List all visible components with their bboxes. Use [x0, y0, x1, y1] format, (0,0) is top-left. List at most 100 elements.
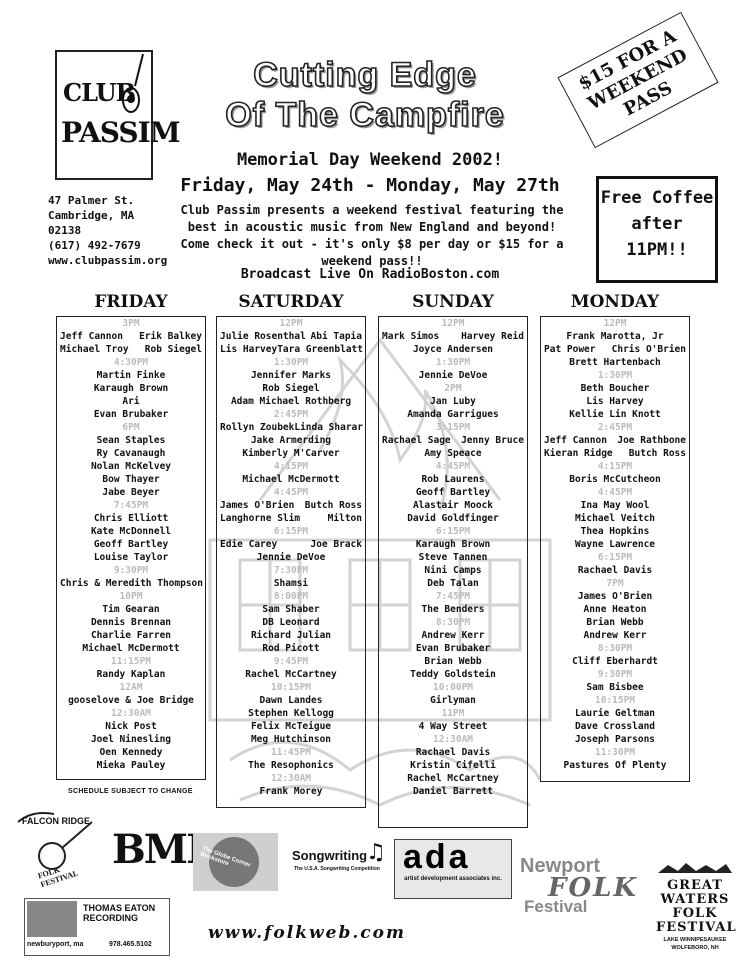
- performer-name: Jenny Bruce: [461, 435, 524, 446]
- performer-name: Anne Heaton: [583, 604, 647, 615]
- set-time: 12PM: [279, 318, 303, 329]
- coffee-line-3: 11PM!!: [626, 240, 688, 260]
- day-header-friday: FRIDAY: [94, 292, 168, 312]
- performer-name: Meg Hutchinson: [250, 734, 332, 745]
- performer-name: 4 Way Street: [418, 721, 488, 732]
- newport-line-3: Festival: [524, 897, 588, 916]
- set-time: 1:30PM: [435, 357, 471, 368]
- ada-logo: ada artist development associates inc.: [394, 839, 512, 899]
- performer-name: Dave Crossland: [574, 721, 656, 732]
- performer-name: Evan Brubaker: [415, 643, 491, 654]
- gw-line-6: WOLFEBORO, NH: [671, 945, 719, 951]
- thomas-eaton-logo: THOMAS EATON RECORDING newburyport, ma 9…: [24, 898, 170, 956]
- poster-title: Cutting Edge Of The Campfire: [190, 55, 540, 135]
- performer-name: DB Leonard: [262, 617, 320, 628]
- set-time: 9:45PM: [273, 656, 309, 667]
- set-time: 12:30AM: [270, 773, 312, 784]
- performer-name: Joe Brack: [310, 539, 362, 550]
- folkweb-link[interactable]: www.folkweb.com: [208, 923, 406, 943]
- set-time: 2PM: [444, 383, 462, 394]
- performer-name: Rob Siegel: [144, 344, 202, 355]
- set-time: 7:30PM: [273, 565, 309, 576]
- performer-name: Joyce Andersen: [412, 344, 494, 355]
- performer-name: Kate McDonnell: [90, 526, 172, 537]
- performer-name: Laurie Geltman: [574, 708, 656, 719]
- songwriting-name: Songwriting: [292, 848, 368, 863]
- performer-name: Nini Camps: [424, 565, 482, 576]
- gw-line-1: GREAT: [667, 878, 723, 893]
- performer-name: Brett Hartenbach: [569, 357, 661, 368]
- performer-name: Ina May Wool: [580, 500, 650, 511]
- performer-name: Randy Kaplan: [96, 669, 166, 680]
- set-time: 11:30PM: [594, 747, 636, 758]
- set-time: 12:30AM: [110, 708, 152, 719]
- set-time: 6:15PM: [273, 526, 309, 537]
- performer-name: Julie Rosenthal: [220, 331, 306, 342]
- set-time: 9:30PM: [113, 565, 149, 576]
- set-time: 10:00PM: [432, 682, 474, 693]
- performer-name: Amy Speace: [424, 448, 482, 459]
- performer-name: Steve Tannen: [418, 552, 488, 563]
- performer-name: gooselove & Joe Bridge: [68, 695, 194, 706]
- club-address: 47 Palmer St. Cambridge, MA 02138 (617) …: [48, 193, 167, 268]
- performer-name: Abi Tapia: [310, 331, 362, 342]
- gw-line-4: FESTIVAL: [656, 920, 737, 935]
- set-time: 4:45PM: [597, 487, 633, 498]
- performer-name: Alastair Moock: [412, 500, 494, 511]
- performer-name: Cliff Eberhardt: [572, 656, 658, 667]
- set-time: 8:00PM: [273, 591, 309, 602]
- newport-folk-logo: Newport FOLK Festival: [516, 855, 646, 917]
- performer-name: Dawn Landes: [259, 695, 323, 706]
- performer-name: Kieran Ridge: [544, 448, 613, 459]
- performer-name: Kimberly M'Carver: [242, 448, 340, 459]
- performer-name: Chris O'Brien: [611, 344, 686, 355]
- performer-name: Tim Gearan: [102, 604, 160, 615]
- set-time: 7PM: [606, 578, 624, 589]
- performer-name: Brian Webb: [424, 656, 482, 667]
- performer-name: Rachael Davis: [577, 565, 653, 576]
- performer-name: David Goldfinger: [407, 513, 499, 524]
- subtitle-event: Memorial Day Weekend 2002!: [236, 150, 504, 170]
- gw-line-2: WATERS: [660, 892, 730, 907]
- performer-name: Butch Ross: [304, 500, 362, 511]
- ada-name: ada: [403, 838, 471, 876]
- performer-name: Bow Thayer: [102, 474, 160, 485]
- performer-name: Michael McDermott: [82, 643, 180, 654]
- performer-name: Teddy Goldstein: [410, 669, 496, 680]
- performer-name: Rachel McCartney: [407, 773, 499, 784]
- performer-name: Felix McTeigue: [250, 721, 332, 732]
- performer-name: Joseph Parsons: [574, 734, 656, 745]
- performer-name: Butch Ross: [628, 448, 686, 459]
- performer-name: Brian Webb: [586, 617, 644, 628]
- performer-name: Joel Ninesling: [90, 734, 172, 745]
- set-time: 12:30AM: [432, 734, 474, 745]
- logo-text-passim: PASSIM: [61, 116, 181, 149]
- guitar-icon: [122, 53, 144, 113]
- eaton-icon: [27, 901, 77, 937]
- performer-name: Rachel McCartney: [245, 669, 337, 680]
- ada-sub: artist development associates inc.: [404, 876, 502, 882]
- set-time: 2:45PM: [597, 422, 633, 433]
- performer-name: Tara Greenblatt: [277, 344, 363, 355]
- set-time: 12PM: [441, 318, 465, 329]
- performer-name: Sam Shaber: [262, 604, 320, 615]
- performer-name: Ari: [122, 396, 140, 407]
- set-time: 6PM: [122, 422, 140, 433]
- set-time: 11:45PM: [270, 747, 312, 758]
- performer-name: Jennie DeVoe: [418, 370, 488, 381]
- performer-name: Rod Picott: [262, 643, 320, 654]
- performer-name: Daniel Barrett: [412, 786, 494, 797]
- coffee-line-2: after: [631, 214, 683, 234]
- performer-name: Andrew Kerr: [583, 630, 647, 641]
- performer-name: Richard Julian: [250, 630, 332, 641]
- great-waters-logo: GREAT WATERS FOLK FESTIVAL LAKE WINNIPES…: [656, 860, 737, 951]
- performer-name: Boris McCutcheon: [569, 474, 661, 485]
- performer-name: Jake Armerding: [250, 435, 332, 446]
